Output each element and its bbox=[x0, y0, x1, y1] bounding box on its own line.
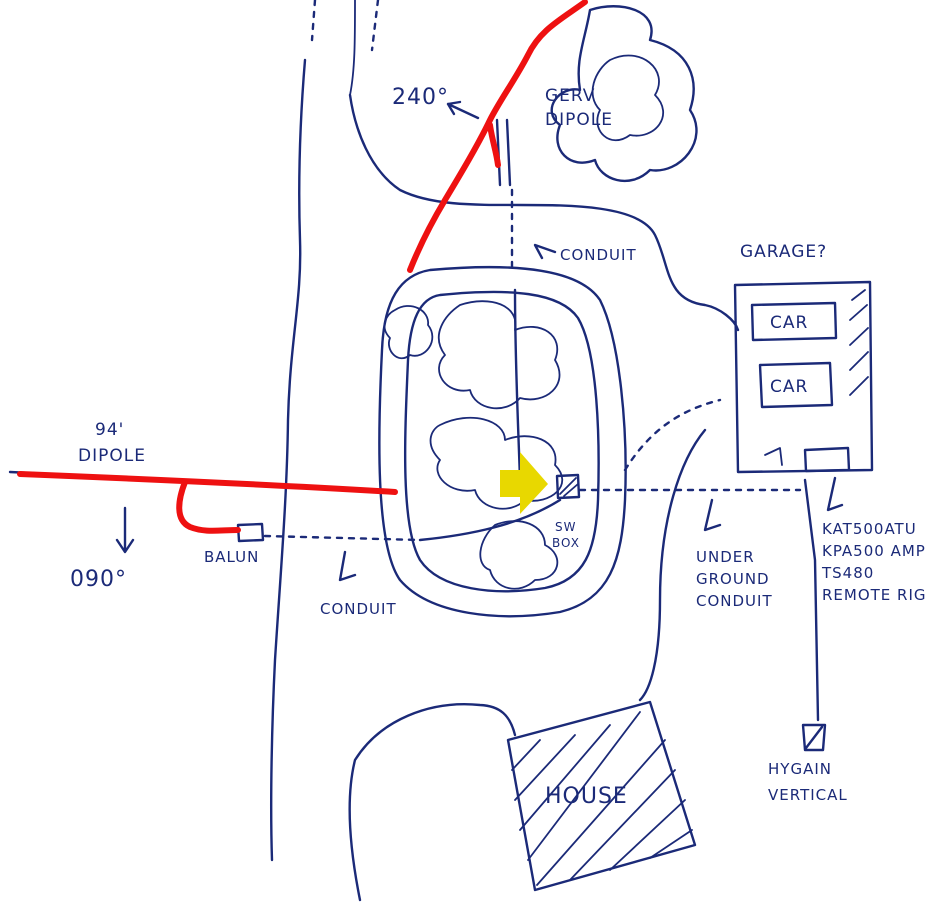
label-equip-atu: KAT500ATU bbox=[822, 520, 917, 538]
tree-inside-4 bbox=[383, 305, 434, 360]
label-conduit-under: CONDUIT bbox=[696, 592, 773, 610]
label-hygain: HYGAIN bbox=[768, 760, 832, 778]
arrow-090 bbox=[115, 506, 135, 554]
sw-box-hatch bbox=[559, 477, 579, 497]
balun-box bbox=[236, 522, 265, 543]
house-hatch bbox=[511, 711, 693, 886]
conduit-balun-to-box bbox=[263, 534, 422, 542]
label-equip-amp: KPA500 AMP bbox=[822, 542, 926, 560]
garage-door-left bbox=[764, 447, 783, 466]
sw-box bbox=[555, 473, 581, 500]
label-conduit-bottom: CONDUIT bbox=[320, 600, 397, 618]
car-box-2 bbox=[758, 361, 834, 409]
yellow-arrow bbox=[500, 452, 548, 514]
center-path bbox=[513, 288, 522, 482]
label-dipole-name: DIPOLE bbox=[78, 446, 146, 466]
arrow-equipment bbox=[826, 476, 844, 512]
arrow-240 bbox=[446, 100, 480, 120]
driveway-inner-loop bbox=[403, 290, 600, 593]
label-under: UNDER bbox=[696, 548, 755, 566]
tree-inside-2 bbox=[429, 416, 563, 510]
label-conduit-top: CONDUIT bbox=[560, 246, 637, 264]
label-dipole-top: DIPOLE bbox=[545, 110, 613, 130]
house-driveway bbox=[348, 703, 517, 902]
garage-equip-box bbox=[803, 446, 851, 473]
label-box: BOX bbox=[552, 536, 580, 550]
label-gerv: GERV bbox=[545, 86, 596, 106]
label-vertical: VERTICAL bbox=[768, 786, 848, 804]
conduit-box-curve bbox=[418, 498, 562, 542]
car-box-1 bbox=[750, 301, 838, 342]
tree-cluster-top bbox=[550, 5, 698, 182]
label-sw: SW bbox=[555, 520, 577, 534]
label-bearing-left: 090° bbox=[70, 567, 127, 592]
dotted-top-1 bbox=[310, 0, 317, 42]
garage-hatch bbox=[849, 289, 869, 396]
road-right-edge bbox=[348, 93, 740, 332]
label-house: HOUSE bbox=[545, 784, 628, 809]
label-bearing-top: 240° bbox=[392, 85, 449, 110]
label-car-2: CAR bbox=[770, 377, 809, 397]
conduit-to-vertical bbox=[803, 478, 820, 722]
label-ground: GROUND bbox=[696, 570, 770, 588]
feed-post bbox=[495, 118, 512, 187]
94-dipole-antenna bbox=[17, 471, 398, 534]
label-equip-remote: REMOTE RIG bbox=[822, 586, 927, 604]
tree-inside-1 bbox=[437, 300, 561, 410]
house-outline bbox=[506, 700, 697, 892]
gerv-dipole-antenna bbox=[407, 0, 588, 273]
arrow-conduit-top bbox=[533, 243, 557, 260]
arrow-underground bbox=[703, 498, 722, 532]
vertical-antenna bbox=[801, 723, 827, 752]
road-garage-curve bbox=[638, 428, 707, 702]
label-garage: GARAGE? bbox=[740, 242, 828, 262]
arrow-conduit-bottom bbox=[338, 550, 357, 582]
label-dipole-length: 94' bbox=[95, 420, 125, 440]
garage-outline bbox=[733, 280, 874, 474]
dotted-top-2 bbox=[370, 0, 380, 52]
label-balun: BALUN bbox=[204, 548, 260, 566]
tree-inner-top bbox=[591, 54, 665, 142]
label-car-1: CAR bbox=[770, 313, 809, 333]
road-top-curve bbox=[349, 0, 356, 96]
label-equip-radio: TS480 bbox=[822, 564, 875, 582]
driveway-outer-loop bbox=[378, 265, 627, 618]
tree-inside-3 bbox=[479, 520, 559, 590]
road-left-edge bbox=[269, 58, 307, 862]
dotted-arc-garage bbox=[623, 398, 722, 472]
